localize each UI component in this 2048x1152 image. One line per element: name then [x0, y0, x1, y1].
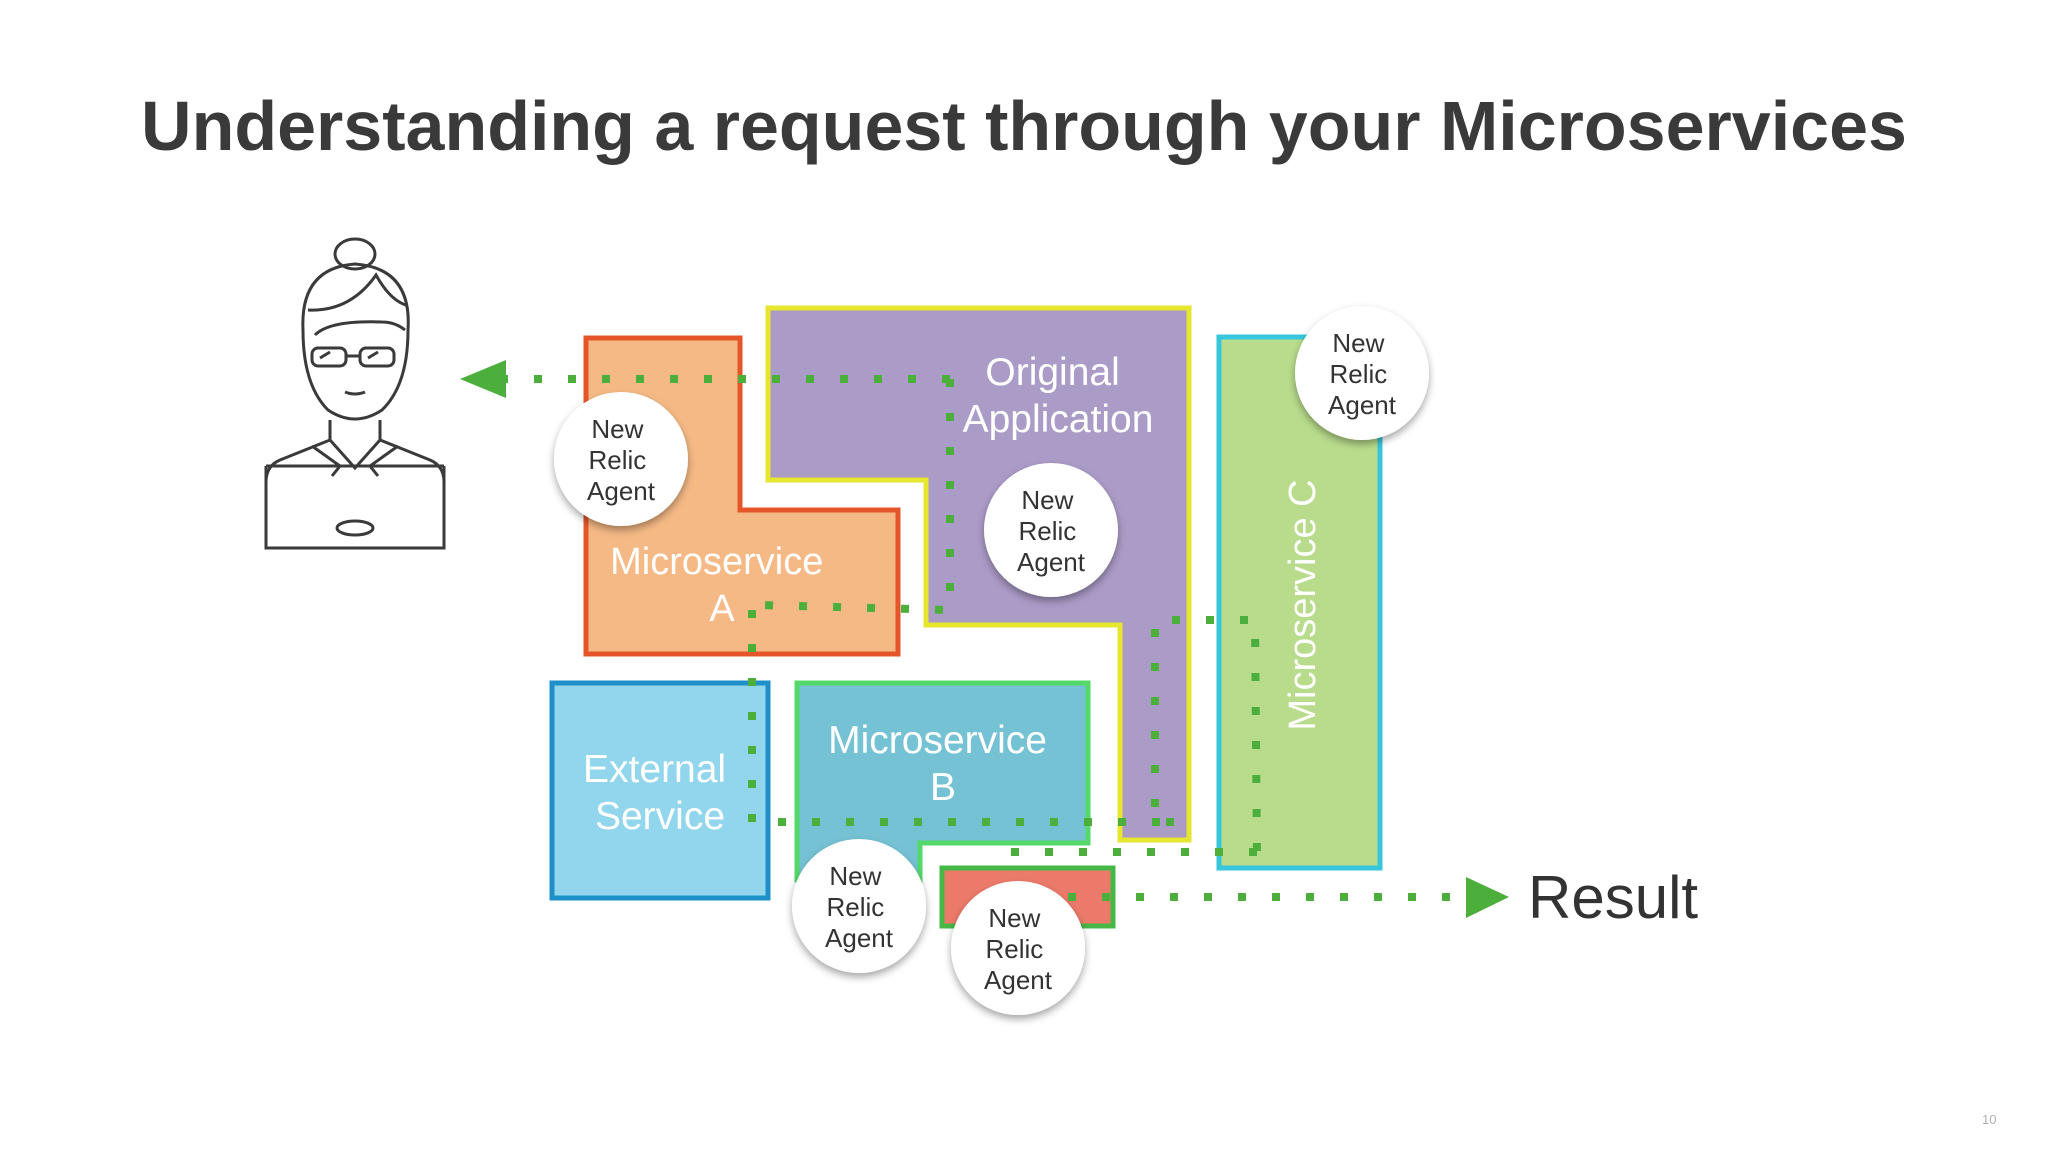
svg-text:New Relic Agent: New Relic Agent [587, 414, 656, 506]
external-service-label-2: Service [595, 795, 725, 838]
svg-text:New Relic Agent: New Relic Agent [825, 861, 894, 953]
microservice-b-label-1: Microservice [828, 719, 1047, 762]
new-relic-agent-badge: New Relic Agent [951, 881, 1085, 1015]
svg-text:Microservice B: Microservice B [828, 719, 1058, 809]
svg-text:New Relic Agent: New Relic Agent [1017, 485, 1086, 577]
original-application-block [765, 305, 1192, 843]
arrow-left-icon [460, 360, 506, 398]
user-at-laptop-icon [264, 237, 446, 550]
result-label: Result [1528, 864, 1698, 931]
svg-text:Original Application: Original Application [963, 351, 1154, 441]
external-service-label-1: External [583, 748, 726, 791]
request-path-external-service [748, 610, 1261, 859]
microservice-a-label-1: Microservice [610, 541, 823, 583]
external-service-block [549, 680, 771, 901]
slide-title: Understanding a request through your Mic… [141, 87, 1907, 165]
arrow-right-icon [1466, 877, 1509, 918]
svg-text:New Relic Agent: New Relic Agent [984, 903, 1053, 995]
microservice-b-label-2: B [930, 766, 956, 809]
microservice-a-label-2: A [709, 588, 735, 630]
new-relic-agent-badge: New Relic Agent [554, 392, 688, 526]
svg-text:New Relic Agent: New Relic Agent [1328, 328, 1397, 420]
page-number: 10 [1982, 1112, 1996, 1127]
new-relic-agent-badge: New Relic Agent [792, 839, 926, 973]
original-application-label-2: Application [963, 398, 1154, 441]
microservice-b-block [794, 680, 1091, 883]
microservice-c-label: Microservice C [1282, 479, 1324, 730]
svg-text:Microservice A: Microservice A [610, 541, 834, 630]
new-relic-agent-badge: New Relic Agent [1295, 306, 1429, 440]
new-relic-agent-badge: New Relic Agent [984, 463, 1118, 597]
svg-text:External Service: External Service [583, 748, 737, 838]
original-application-label-1: Original [985, 351, 1119, 394]
